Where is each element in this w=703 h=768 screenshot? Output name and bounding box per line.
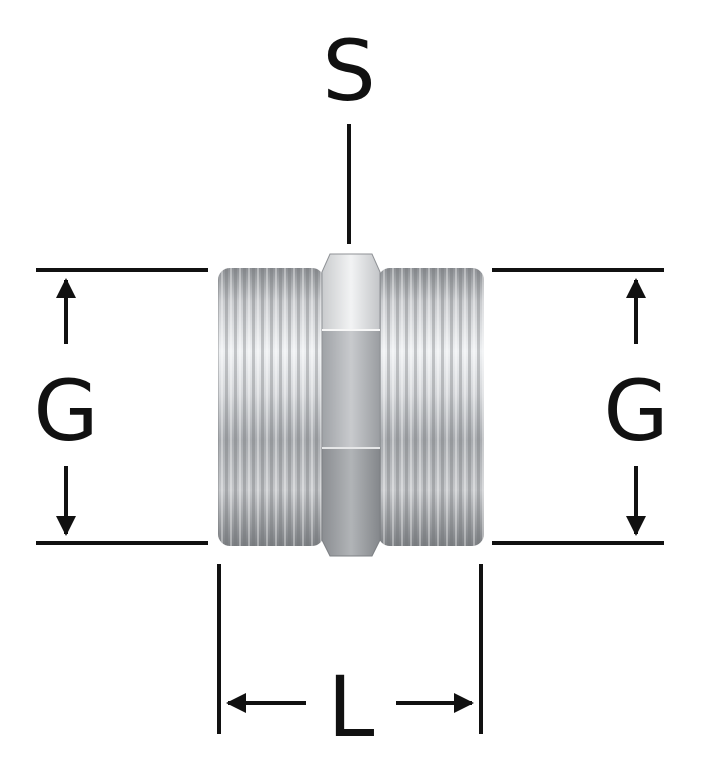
label-s: S [322, 22, 375, 120]
hex-nut [321, 253, 381, 557]
dimension-lines [36, 124, 664, 734]
fitting-body [218, 253, 484, 557]
label-l: L [328, 658, 375, 756]
label-g-right: G [603, 362, 668, 460]
label-g-left: G [33, 362, 98, 460]
